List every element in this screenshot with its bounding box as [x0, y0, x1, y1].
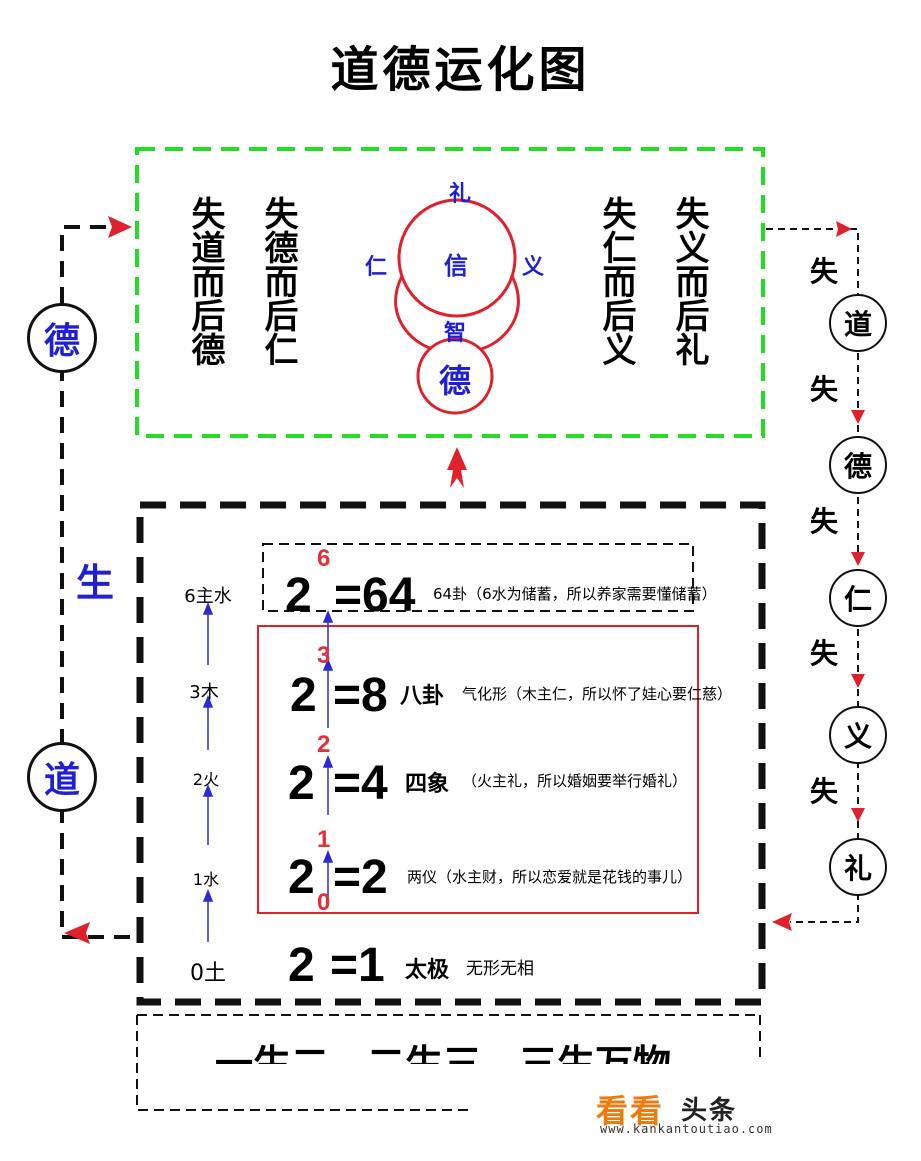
equation-arrows — [322, 609, 334, 905]
shi-label-5: 失 — [810, 775, 839, 808]
lose-yi-then-li: 失义而后礼 — [669, 196, 709, 366]
right-top-arrowhead — [836, 221, 852, 237]
ring-label-yi: 义 — [521, 255, 544, 280]
ring-upper-circle — [397, 198, 517, 318]
left-circle-dao: 道 — [27, 742, 97, 812]
lose-de-then-ren: 失德而后仁 — [258, 196, 298, 366]
eq-4-note: （火主礼，所以婚姻要举行婚礼） — [462, 772, 688, 790]
ring-label-xin: 信 — [444, 252, 468, 280]
diagram-title: 道德运化图 — [330, 42, 591, 98]
eq-2-exp: 1 — [317, 826, 331, 853]
right-bottom-arrowhead — [772, 913, 792, 931]
left-bottom-arrowhead — [64, 922, 90, 944]
eq-64-result: =64 — [334, 569, 416, 622]
top-green-box — [135, 147, 765, 438]
ring-bottom-circle — [416, 337, 494, 415]
sheng-label: 生 — [76, 561, 115, 605]
chain-circle-ren: 仁 — [829, 569, 887, 627]
watermark-url: www.kankantoutiao.com — [600, 1122, 773, 1136]
left-loop-line — [60, 225, 130, 939]
ring-label-li: 礼 — [448, 182, 471, 207]
watermark-brand-2: 头条 — [681, 1096, 738, 1126]
ring-label-zhi: 智 — [443, 321, 466, 346]
watermark-brand: 看看 — [596, 1092, 665, 1130]
eq-1-base: 2 — [288, 939, 315, 992]
eq-2-result: =2 — [333, 851, 388, 904]
right-chain-arrow-2 — [851, 552, 865, 566]
red-solid-box — [257, 625, 699, 914]
eq-64-exp: 6 — [317, 545, 331, 572]
ladder-0: 0土 — [190, 961, 226, 986]
eq-4-result: =4 — [333, 757, 388, 810]
eq-4-name: 四象 — [405, 772, 450, 797]
chain-circle-de: 德 — [829, 436, 887, 494]
ladder-6: 6主水 — [184, 586, 232, 607]
shi-label-4: 失 — [810, 637, 839, 670]
eq-1-exp: 0 — [317, 889, 331, 916]
ladder-2: 2火 — [192, 770, 220, 789]
ring-label-ren: 仁 — [364, 255, 387, 280]
eq-8-result: =8 — [333, 669, 388, 722]
eq-8-name: 八卦 — [400, 684, 445, 709]
eq-1-result: =1 — [330, 939, 385, 992]
chain-circle-dao: 道 — [829, 294, 887, 352]
chain-circle-li: 礼 — [829, 838, 887, 896]
eq-1-note: 无形无相 — [466, 959, 534, 979]
left-top-arrowhead — [108, 216, 132, 238]
red-up-arrow — [447, 447, 467, 488]
ladder-3: 3木 — [189, 682, 219, 703]
hexagram-dashed-box — [262, 543, 694, 612]
eq-1-name: 太极 — [405, 958, 450, 983]
eq-8-note: 气化形（木主仁，所以怀了娃心要仁慈） — [462, 685, 733, 703]
ring-label-de: 德 — [438, 362, 471, 400]
lose-ren-then-yi: 失仁而后义 — [596, 196, 636, 366]
shi-label-3: 失 — [810, 505, 839, 538]
eq-64-note: 64卦（6水为储蓄，所以养家需要懂储蓄） — [433, 585, 717, 603]
right-chain-arrow-1 — [851, 410, 865, 424]
shi-label-1: 失 — [810, 255, 839, 288]
eq-2-base: 2 — [288, 851, 315, 904]
lose-dao-then-de: 失道而后德 — [185, 196, 225, 366]
eq-8-exp: 3 — [317, 642, 331, 669]
shi-label-2: 失 — [810, 373, 839, 406]
eq-8-base: 2 — [290, 669, 317, 722]
right-chain-arrow-4 — [851, 808, 865, 822]
black-dashed-box — [136, 501, 766, 1006]
eq-64-base: 2 — [285, 569, 312, 622]
ladder-arrows — [202, 601, 214, 942]
chain-circle-yi: 义 — [829, 706, 887, 764]
right-chain-arrow-3 — [851, 674, 865, 688]
bottom-dashed-box — [136, 1014, 761, 1111]
eq-4-exp: 2 — [317, 731, 331, 758]
eq-2-note: 两仪（水主财，所以恋爱就是花钱的事儿） — [407, 868, 693, 886]
left-circle-de: 德 — [27, 303, 97, 373]
eq-4-base: 2 — [288, 757, 315, 810]
bottom-text: 一生二，二生三，三生万物 — [215, 1042, 672, 1064]
ladder-1: 1水 — [192, 870, 220, 889]
